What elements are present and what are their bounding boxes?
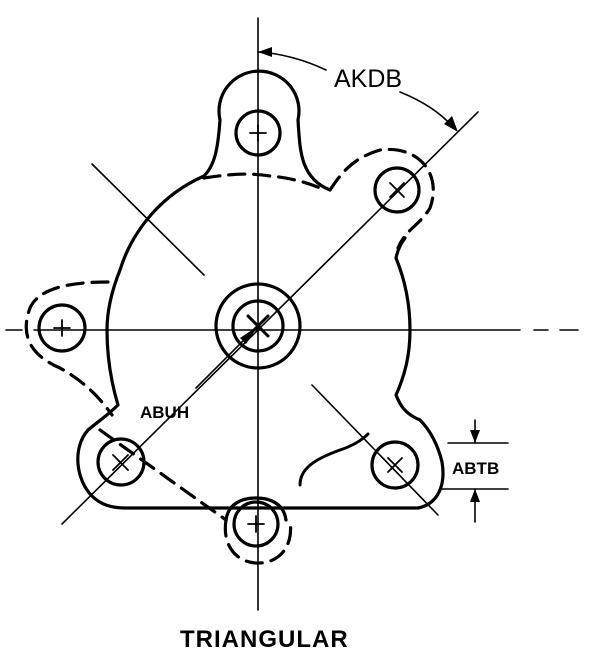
offset-arrowhead-bottom bbox=[470, 489, 480, 502]
hole-lower-right bbox=[370, 440, 420, 490]
hole-lower-left bbox=[96, 437, 146, 487]
dashed-slant-lower-left bbox=[98, 428, 228, 522]
dashed-ear-top-inner bbox=[202, 172, 322, 190]
hole-bottom bbox=[232, 500, 280, 548]
radius-dimension-label: ABUH bbox=[140, 403, 189, 422]
hole-crosshairs bbox=[53, 124, 405, 533]
angle-dimension-label: AKDB bbox=[334, 65, 402, 93]
dashed-ear-upper-right bbox=[328, 147, 435, 250]
center-bore-outer bbox=[214, 282, 302, 370]
bottom-ear-solid bbox=[224, 496, 288, 522]
center-bore-inner bbox=[231, 299, 285, 353]
offset-dimension-label: ABTB bbox=[452, 459, 499, 478]
offset-dimension bbox=[439, 419, 509, 523]
offset-arrowhead-top bbox=[470, 430, 480, 443]
angle-arrow-right bbox=[444, 116, 458, 132]
angle-dimension bbox=[257, 47, 458, 132]
diagonal-centerline-ne bbox=[61, 111, 479, 525]
radius-arrowhead bbox=[240, 326, 258, 344]
caption: TRIANGULAR bbox=[180, 626, 349, 653]
hole-left bbox=[37, 303, 87, 353]
bolt-holes bbox=[37, 109, 421, 548]
centerlines bbox=[5, 17, 579, 611]
hole-upper-right bbox=[373, 166, 421, 214]
right-ear-inner bbox=[298, 432, 370, 487]
hole-top bbox=[234, 109, 282, 157]
diagonal-centerline-se bbox=[311, 384, 439, 516]
dashed-outlines bbox=[24, 147, 435, 565]
dashed-ear-bottom bbox=[223, 518, 293, 565]
angle-arrow-left bbox=[258, 47, 272, 57]
